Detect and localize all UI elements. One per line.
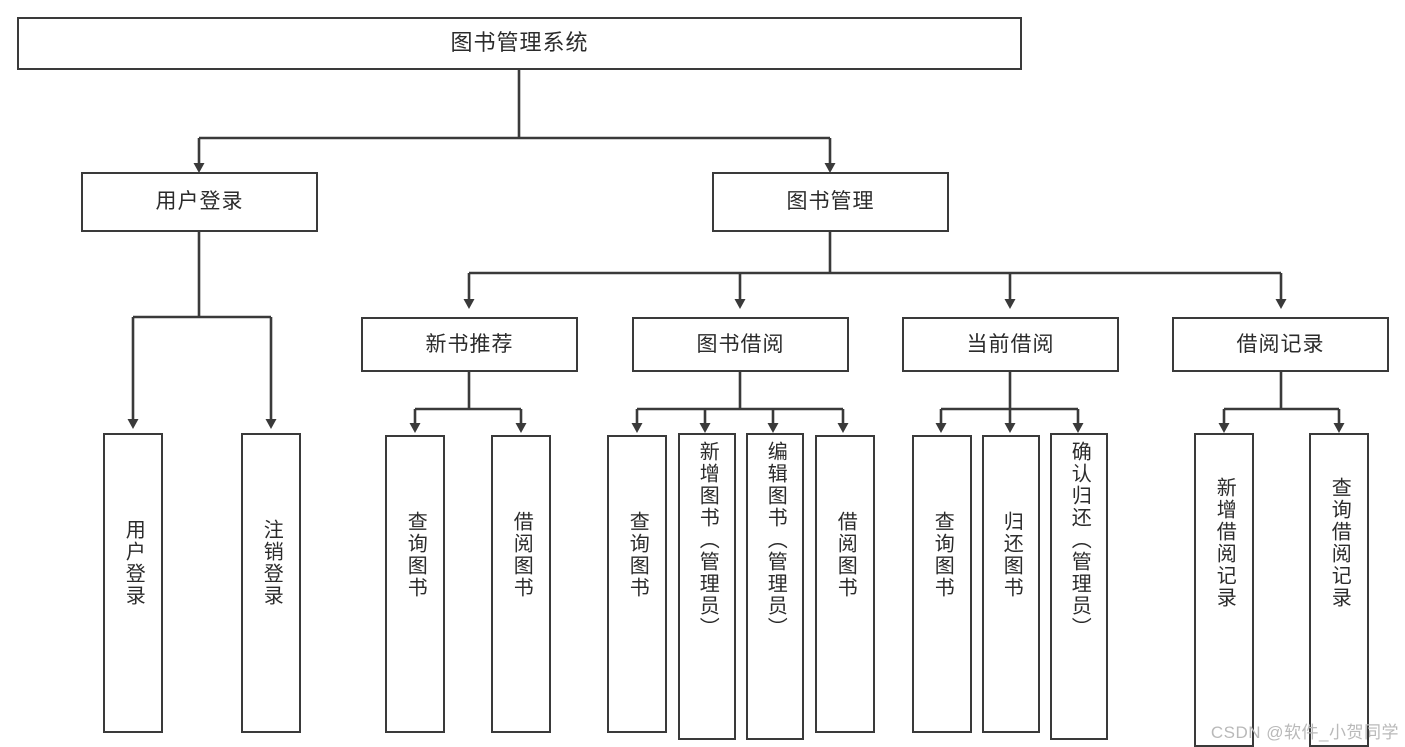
watermark-text: CSDN @软件_小贺同学 xyxy=(1210,723,1399,742)
leaf-query-book-3[interactable]: 查询图书 xyxy=(912,435,972,733)
node-borrow-record-label: 借阅记录 xyxy=(1236,332,1325,356)
node-user-login-label: 用户登录 xyxy=(155,190,244,214)
node-borrow-record[interactable]: 借阅记录 xyxy=(1172,317,1389,372)
leaf-query-book-1[interactable]: 查询图书 xyxy=(385,435,445,733)
leaf-logout-login-label: 注销登录 xyxy=(260,519,283,607)
node-user-login[interactable]: 用户登录 xyxy=(81,172,318,232)
node-book-borrow[interactable]: 图书借阅 xyxy=(632,317,849,372)
leaf-return-book[interactable]: 归还图书 xyxy=(982,435,1040,733)
leaf-query-book-2[interactable]: 查询图书 xyxy=(607,435,667,733)
node-current-borrow[interactable]: 当前借阅 xyxy=(902,317,1119,372)
leaf-edit-book-label: 编辑图书（管理员） xyxy=(764,441,787,639)
leaf-query-book-3-label: 查询图书 xyxy=(931,511,954,599)
leaf-edit-book[interactable]: 编辑图书（管理员） xyxy=(746,433,804,740)
leaf-add-record[interactable]: 新增借阅记录 xyxy=(1194,433,1254,747)
leaf-borrow-book-1[interactable]: 借阅图书 xyxy=(491,435,551,733)
leaf-return-book-label: 归还图书 xyxy=(1000,511,1023,599)
node-current-borrow-label: 当前借阅 xyxy=(966,332,1055,356)
leaf-query-book-1-label: 查询图书 xyxy=(404,511,427,599)
leaf-query-record-label: 查询借阅记录 xyxy=(1328,477,1351,609)
leaf-logout-login[interactable]: 注销登录 xyxy=(241,433,301,733)
leaf-user-login-label: 用户登录 xyxy=(122,519,145,607)
node-root-label: 图书管理系统 xyxy=(450,30,589,56)
leaf-borrow-book-2[interactable]: 借阅图书 xyxy=(815,435,875,733)
leaf-borrow-book-1-label: 借阅图书 xyxy=(510,511,533,599)
node-book-manage-label: 图书管理 xyxy=(786,190,875,214)
leaf-user-login[interactable]: 用户登录 xyxy=(103,433,163,733)
leaf-query-record[interactable]: 查询借阅记录 xyxy=(1309,433,1369,747)
leaf-borrow-book-2-label: 借阅图书 xyxy=(834,511,857,599)
node-root[interactable]: 图书管理系统 xyxy=(17,17,1022,70)
node-book-borrow-label: 图书借阅 xyxy=(696,332,785,356)
leaf-add-book-label: 新增图书（管理员） xyxy=(696,441,719,639)
leaf-confirm-return[interactable]: 确认归还（管理员） xyxy=(1050,433,1108,740)
node-book-manage[interactable]: 图书管理 xyxy=(712,172,949,232)
leaf-add-book[interactable]: 新增图书（管理员） xyxy=(678,433,736,740)
node-new-book-recommend-label: 新书推荐 xyxy=(425,332,514,356)
leaf-confirm-return-label: 确认归还（管理员） xyxy=(1068,441,1091,639)
leaf-add-record-label: 新增借阅记录 xyxy=(1213,477,1236,609)
node-new-book-recommend[interactable]: 新书推荐 xyxy=(361,317,578,372)
leaf-query-book-2-label: 查询图书 xyxy=(626,511,649,599)
